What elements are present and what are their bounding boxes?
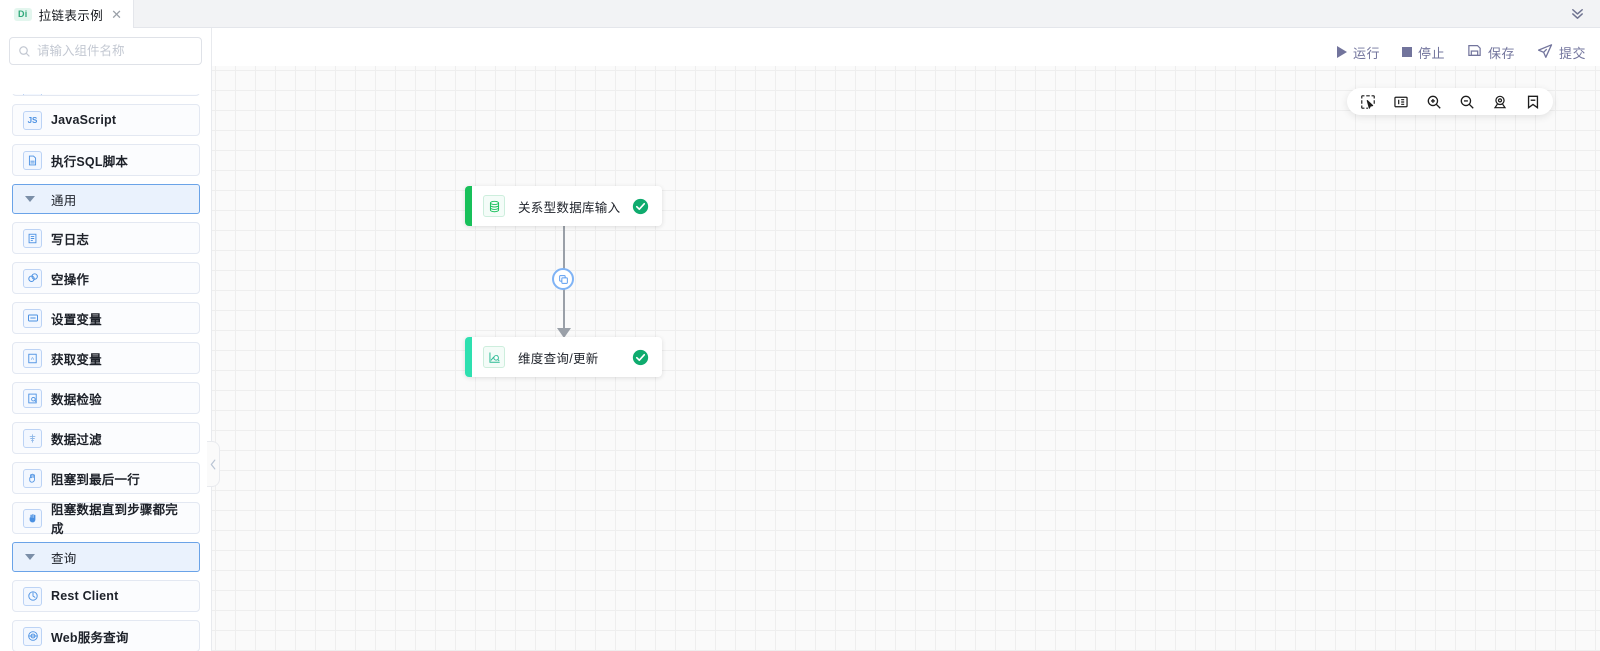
set-variable-icon — [23, 308, 42, 328]
edge-arrow-icon — [557, 328, 571, 338]
block-last-row-icon — [23, 468, 42, 488]
data-validate-icon — [23, 388, 42, 408]
palette-group-query[interactable]: 查询 — [12, 542, 200, 572]
check-circle-icon — [632, 349, 649, 366]
palette-item-block-until-done[interactable]: 阻塞数据直到步骤都完成 — [12, 502, 200, 536]
sidebar-collapse-handle[interactable] — [207, 441, 220, 487]
bookmark-icon[interactable] — [1524, 93, 1541, 110]
search-wrapper — [0, 28, 211, 71]
search-box[interactable] — [9, 37, 202, 65]
node-accent-bar — [465, 186, 472, 226]
database-icon — [483, 195, 505, 217]
palette-item-label: 阻塞到最后一行 — [51, 472, 140, 487]
palette-group-label: 通用 — [51, 193, 77, 208]
palette-item-block-last-row[interactable]: 阻塞到最后一行 — [12, 462, 200, 494]
search-input[interactable] — [37, 44, 193, 58]
palette-item-data-filter[interactable]: 数据过滤 — [12, 422, 200, 454]
palette-item-label: 数据检验 — [51, 392, 102, 407]
palette-group-label: 查询 — [51, 551, 77, 566]
palette-group-general[interactable]: 通用 — [12, 184, 200, 214]
stop-label: 停止 — [1417, 45, 1445, 61]
component-sidebar: JS JavaScript 执行SQL脚本 通用 写日志 — [0, 28, 212, 651]
submit-label: 提交 — [1558, 45, 1586, 61]
action-toolbar: 运行 停止 保存 提交 — [1336, 38, 1586, 66]
node-label: 关系型数据库输入 — [518, 200, 621, 215]
palette-item-rest-client[interactable]: Rest Client — [12, 580, 200, 612]
tab-active[interactable]: Di 拉链表示例 ✕ — [0, 0, 135, 28]
palette-item-label: 空操作 — [51, 272, 90, 287]
palette-item-label: Rest Client — [51, 589, 119, 603]
component-palette[interactable]: JS JavaScript 执行SQL脚本 通用 写日志 — [0, 94, 211, 651]
palette-item-clipped[interactable] — [12, 94, 200, 96]
node-accent-bar — [465, 337, 472, 377]
palette-item-get-variable[interactable]: A 获取变量 — [12, 342, 200, 374]
zoom-in-icon[interactable] — [1425, 93, 1442, 110]
flow-node-dimension-lookup-update[interactable]: 维度查询/更新 — [465, 337, 662, 377]
canvas-toolbar — [1347, 88, 1553, 115]
palette-item-noop[interactable]: 空操作 — [12, 262, 200, 294]
double-chevron-down-icon[interactable] — [1554, 0, 1600, 27]
node-label: 维度查询/更新 — [518, 351, 599, 366]
svg-text:A: A — [31, 356, 35, 362]
caret-down-icon — [25, 196, 35, 202]
palette-item-web-service[interactable]: Web服务查询 — [12, 620, 200, 651]
log-icon — [23, 228, 42, 248]
play-icon — [1336, 46, 1347, 58]
noop-icon — [23, 268, 42, 288]
submit-icon — [1537, 43, 1553, 62]
rest-client-icon — [23, 586, 42, 606]
palette-item-sql-script[interactable]: 执行SQL脚本 — [12, 144, 200, 176]
block-until-done-icon — [23, 508, 42, 528]
palette-item-label: 获取变量 — [51, 352, 102, 367]
palette-item-label: 阻塞数据直到步骤都完成 — [51, 503, 179, 536]
palette-item-label: JavaScript — [51, 113, 117, 127]
caret-down-icon — [25, 554, 35, 560]
tab-bar-spacer — [134, 0, 1554, 27]
select-box-icon[interactable] — [1359, 93, 1376, 110]
stop-icon — [1401, 47, 1412, 57]
check-circle-icon — [632, 198, 649, 215]
palette-item-label: Web服务查询 — [51, 630, 129, 645]
web-service-icon — [23, 626, 42, 646]
save-label: 保存 — [1487, 45, 1515, 61]
search-icon — [18, 45, 31, 58]
flow-node-relational-db-input[interactable]: 关系型数据库输入 — [465, 186, 662, 226]
palette-item-label: 写日志 — [51, 232, 90, 247]
data-filter-icon — [23, 428, 42, 448]
stop-button[interactable]: 停止 — [1401, 43, 1445, 62]
run-button[interactable]: 运行 — [1336, 43, 1380, 62]
zoom-out-icon[interactable] — [1458, 93, 1475, 110]
save-button[interactable]: 保存 — [1467, 43, 1515, 62]
palette-item-javascript[interactable]: JS JavaScript — [12, 104, 200, 136]
sql-script-icon — [23, 150, 42, 170]
js-icon: JS — [23, 110, 42, 130]
close-icon[interactable]: ✕ — [111, 6, 123, 22]
flow-canvas[interactable]: 关系型数据库输入 维度查询/更新 — [212, 66, 1600, 651]
palette-item-write-log[interactable]: 写日志 — [12, 222, 200, 254]
palette-item-label: 执行SQL脚本 — [51, 154, 129, 169]
get-variable-icon: A — [23, 348, 42, 368]
run-label: 运行 — [1352, 45, 1380, 61]
tab-bar: Di 拉链表示例 ✕ — [0, 0, 1600, 28]
copy-icon[interactable] — [552, 268, 574, 290]
palette-item-label: 设置变量 — [51, 312, 102, 327]
tab-title: 拉链表示例 — [38, 8, 104, 23]
component-icon — [23, 94, 42, 95]
palette-item-label: 数据过滤 — [51, 432, 102, 447]
tab-type-badge: Di — [14, 7, 32, 21]
submit-button[interactable]: 提交 — [1537, 43, 1586, 62]
locate-icon[interactable] — [1491, 93, 1508, 110]
palette-item-data-validate[interactable]: 数据检验 — [12, 382, 200, 414]
dimension-lookup-icon — [483, 346, 505, 368]
palette-item-set-variable[interactable]: 设置变量 — [12, 302, 200, 334]
save-icon — [1467, 43, 1482, 61]
fit-view-icon[interactable] — [1392, 93, 1409, 110]
